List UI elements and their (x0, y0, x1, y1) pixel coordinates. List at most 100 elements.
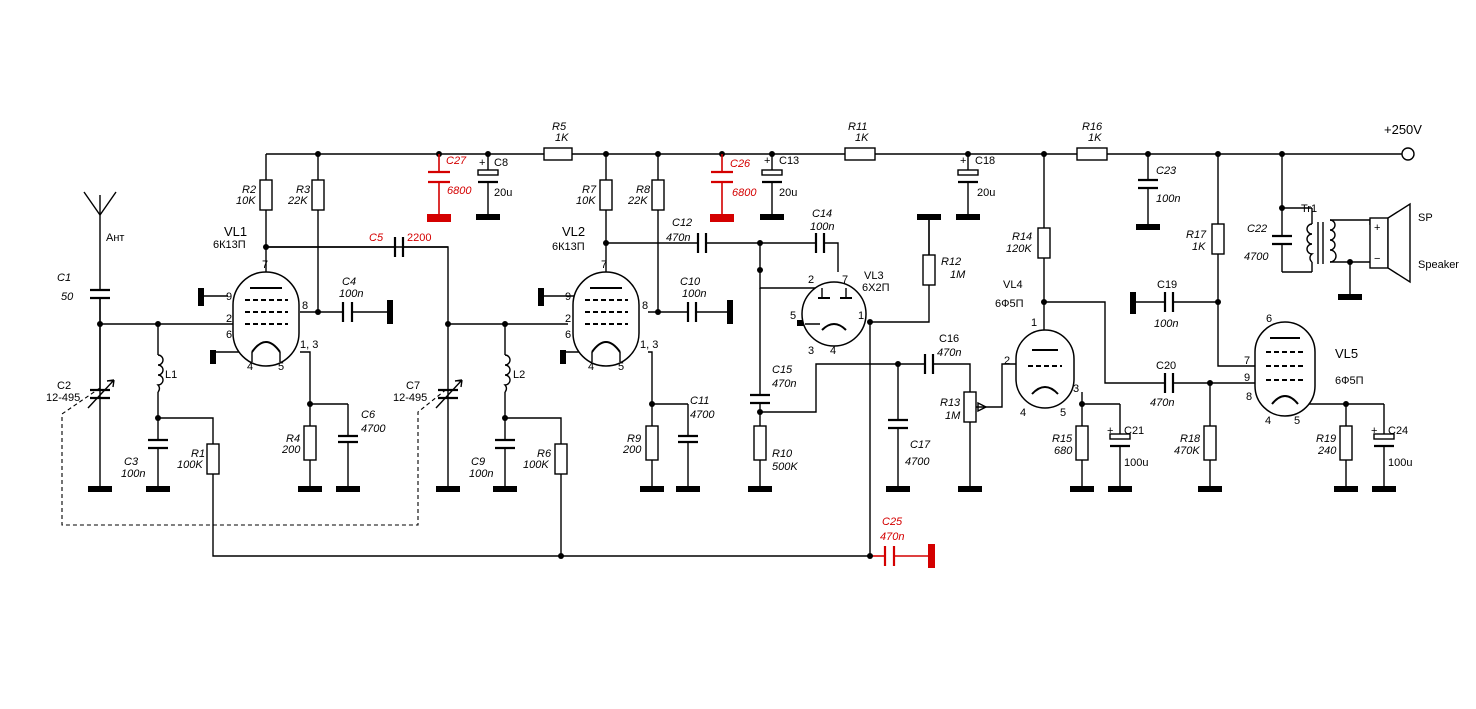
c11-ref: C11 (690, 395, 709, 407)
tube-vl1 (232, 271, 300, 367)
c21-plus: + (1107, 425, 1113, 437)
c18-val: 20u (977, 187, 995, 199)
r15-ref: R15 (1052, 433, 1073, 445)
c9-val: 100n (469, 468, 493, 480)
tube-vl3 (801, 281, 867, 347)
vl1-pin9: 9 (226, 291, 232, 303)
c24-val: 100u (1388, 457, 1412, 469)
speaker-symbol (1369, 202, 1411, 284)
vl2-pin4: 4 (588, 361, 594, 373)
r6-body (554, 443, 568, 475)
antenna-symbol (83, 191, 117, 216)
vl4-pin3: 3 (1073, 383, 1079, 395)
vl4-type: 6Ф5П (995, 298, 1024, 310)
r2-ref: R2 (242, 184, 256, 196)
c3-ref: C3 (124, 456, 139, 468)
r6-ref: R6 (537, 448, 552, 460)
c2-val: 12-495 (46, 392, 80, 404)
vl1-pin4: 4 (247, 361, 253, 373)
r3-ref: R3 (296, 184, 311, 196)
junction-dots (97, 151, 1353, 559)
vl5-pin6: 6 (1266, 313, 1272, 325)
c12-val: 470n (666, 232, 690, 244)
vl3-pin2: 2 (808, 274, 814, 286)
r10-val: 500K (772, 461, 798, 473)
vl2-pin5: 5 (618, 361, 624, 373)
r7-ref: R7 (582, 184, 597, 196)
r19-body (1339, 425, 1353, 461)
vl4-pin5: 5 (1060, 407, 1066, 419)
c2-ref: C2 (57, 380, 71, 392)
c1-ref: C1 (57, 272, 71, 284)
vl1-pin7: 7 (262, 259, 268, 271)
antenna-label: Ант (106, 232, 124, 244)
r4-ref: R4 (286, 433, 300, 445)
c18-plus: + (960, 155, 966, 167)
vl2-type: 6К13П (552, 241, 585, 253)
r9-body (645, 425, 659, 461)
c7-val: 12-495 (393, 392, 427, 404)
r9-ref: R9 (627, 433, 641, 445)
r6-val: 100K (523, 459, 549, 471)
vl1-pin5: 5 (278, 361, 284, 373)
c20-val: 470n (1150, 397, 1174, 409)
c21-ref: C21 (1124, 425, 1144, 437)
r1-ref: R1 (191, 448, 205, 460)
r16-body (1076, 147, 1108, 161)
c12-ref: C12 (672, 217, 692, 229)
r2-body (259, 179, 273, 211)
c6-ref: C6 (361, 409, 376, 421)
sp-label: SP (1418, 212, 1433, 224)
vl2-pin2: 2 (565, 313, 571, 325)
c16-val: 470n (937, 347, 961, 359)
r5-body (543, 147, 573, 161)
vl1-pin8: 8 (302, 300, 308, 312)
vl1-pin13: 1, 3 (300, 339, 318, 351)
c1-val: 50 (61, 291, 74, 303)
r16-val: 1K (1088, 132, 1102, 144)
vl2-ref: VL2 (562, 224, 585, 239)
c24-ref: C24 (1388, 425, 1408, 437)
ground-bars (88, 214, 1396, 568)
c20-ref: C20 (1156, 360, 1176, 372)
r17-ref: R17 (1186, 229, 1207, 241)
tube-vl2 (572, 271, 640, 367)
resistors (206, 147, 1353, 475)
r11-body (844, 147, 876, 161)
r19-val: 240 (1317, 445, 1337, 457)
vl5-pin5: 5 (1294, 415, 1300, 427)
c27-val: 6800 (447, 185, 472, 197)
r10-ref: R10 (772, 448, 793, 460)
l2-label: L2 (513, 369, 525, 381)
vl2-pin6: 6 (565, 329, 571, 341)
r15-body (1075, 425, 1089, 461)
r17-body (1211, 223, 1225, 255)
r3-val: 22K (287, 195, 308, 207)
vl2-pin7: 7 (601, 259, 607, 271)
c15-val: 470n (772, 378, 796, 390)
c22-ref: C22 (1247, 223, 1267, 235)
vl2-pin13: 1, 3 (640, 339, 658, 351)
c25-ref: C25 (882, 516, 903, 528)
c24-plus: + (1371, 425, 1377, 437)
r3-body (311, 179, 325, 211)
vl4-pin1: 1 (1031, 317, 1037, 329)
r4-body (303, 425, 317, 461)
c10-val: 100n (682, 288, 706, 300)
vl4-pin4: 4 (1020, 407, 1026, 419)
c13-plus: + (764, 155, 770, 167)
c11-val: 4700 (690, 409, 715, 421)
vl5-pin9: 9 (1244, 372, 1250, 384)
vl3-ref: VL3 (864, 270, 884, 282)
r8-val: 22K (627, 195, 648, 207)
c22-val: 4700 (1244, 251, 1269, 263)
c14-val: 100n (810, 221, 834, 233)
c3-val: 100n (121, 468, 145, 480)
r5-val: 1K (555, 132, 569, 144)
inductors (156, 219, 1337, 393)
r12-val: 1M (950, 269, 966, 281)
vl5-pin4: 4 (1265, 415, 1271, 427)
r14-val: 120K (1006, 243, 1032, 255)
c26-val: 6800 (732, 187, 757, 199)
